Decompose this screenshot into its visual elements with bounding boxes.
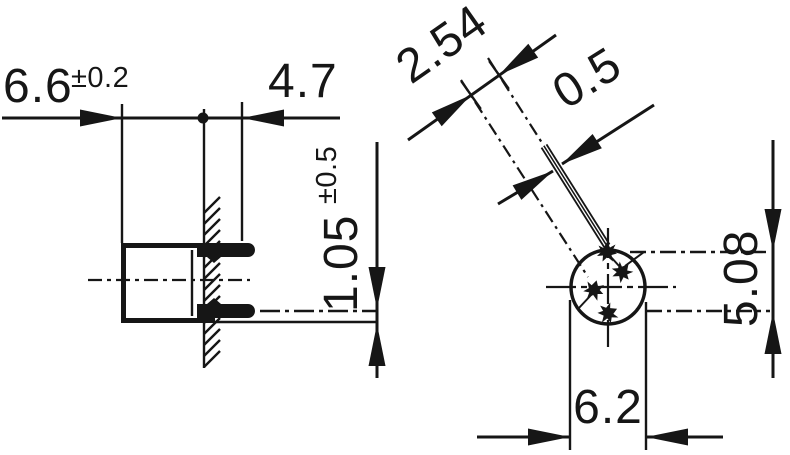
- dim-1-05-tolerance: ±0.5: [311, 146, 343, 204]
- dim-5-08-label: 5.08: [715, 230, 768, 327]
- dim-0-5-label: 0.5: [544, 37, 631, 119]
- side-view: 6.6 ±0.2 4.7 1.05 ±0.5: [2, 55, 386, 378]
- end-view: 2.54 0.5: [387, 0, 782, 450]
- clip-body-outline: [121, 243, 215, 323]
- dim-6-6-label: 6.6: [3, 60, 73, 113]
- dim-6-2-label: 6.2: [573, 381, 643, 434]
- arrowhead-right: [528, 428, 570, 446]
- pin-strip: [540, 143, 611, 249]
- arrowhead-right: [80, 109, 122, 127]
- arrowhead-up: [368, 324, 386, 366]
- top-arm: [197, 243, 255, 263]
- bottom-arm: [197, 298, 255, 318]
- pin-axis: [487, 57, 545, 147]
- arrowhead-down: [368, 267, 386, 309]
- dim-6-6-tolerance: ±0.2: [71, 62, 129, 94]
- arrowhead-left: [646, 428, 688, 446]
- dim-2-54-label: 2.54: [387, 0, 497, 94]
- pin-connector-lines: [577, 251, 645, 310]
- dim-4-7-label: 4.7: [268, 55, 338, 108]
- dim-1-05-label: 1.05: [315, 215, 368, 312]
- arrowhead-left: [242, 109, 284, 127]
- panel-hatch: [203, 196, 221, 368]
- arrowhead-to-strip-upper: [557, 133, 602, 172]
